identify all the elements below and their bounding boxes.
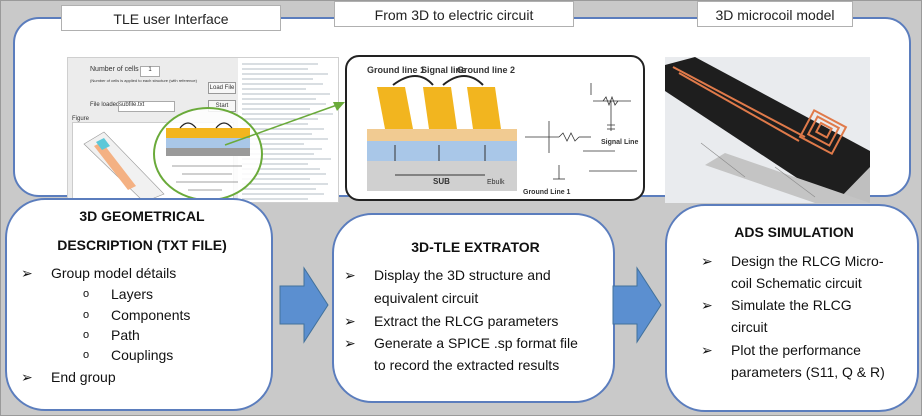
signal-line-circuit-label: Signal Line bbox=[601, 139, 639, 146]
flow-arrow-2 bbox=[612, 266, 662, 344]
ebulk-label: Ebulk bbox=[487, 179, 505, 186]
box1-item-end-group: End group bbox=[51, 369, 116, 385]
sub-bullet-icon: o bbox=[83, 329, 90, 341]
ads-simulation-box: ADS SIMULATION ➢ Design the RLCG Micro- … bbox=[665, 204, 919, 412]
tab-3d-microcoil-model: 3D microcoil model bbox=[697, 1, 853, 27]
box3-item-plot-line1: Plot the performance bbox=[731, 342, 861, 358]
box1-subitem-layers: Layers bbox=[111, 286, 154, 302]
box3-item-plot-line2: parameters (S11, Q & R) bbox=[731, 364, 885, 380]
sub-label: SUB bbox=[433, 177, 450, 186]
sub-bullet-icon: o bbox=[83, 349, 90, 361]
flow-arrow-1 bbox=[279, 266, 329, 344]
cells-hint: (Number of cells is applied to each stru… bbox=[90, 78, 197, 83]
tle-ui-screenshot: Number of cells : 1 (Number of cells is … bbox=[67, 57, 339, 203]
box1-subitem-couplings: Couplings bbox=[111, 347, 174, 363]
microcoil-model-image bbox=[665, 57, 870, 203]
box1-subitem-components: Components bbox=[111, 307, 191, 323]
circuit-screenshot: Ground line 1 Signal line Ground line 2 … bbox=[345, 55, 645, 201]
ground-line-1-label: Ground line 1 bbox=[367, 65, 426, 75]
top-panel: Number of cells : 1 (Number of cells is … bbox=[13, 17, 911, 203]
signal-line-label: Signal line bbox=[421, 65, 467, 75]
callout-arrow bbox=[224, 102, 345, 146]
box2-item-generate-line1: Generate a SPICE .sp format file bbox=[374, 335, 578, 351]
bullet-icon: ➢ bbox=[344, 335, 356, 351]
tab-tle-user-interface: TLE user Interface bbox=[61, 5, 281, 31]
box3-item-design-line2: coil Schematic circuit bbox=[731, 275, 862, 291]
bullet-icon: ➢ bbox=[21, 265, 33, 281]
equivalent-circuit bbox=[525, 83, 637, 180]
bullet-icon: ➢ bbox=[701, 297, 713, 313]
box2-item-generate-line2: to record the extracted results bbox=[374, 357, 560, 373]
file-loaded-label: File loaded bbox=[90, 102, 120, 108]
box3-item-simulate-line2: circuit bbox=[731, 319, 768, 335]
bullet-icon: ➢ bbox=[701, 253, 713, 269]
sub-bullet-icon: o bbox=[83, 288, 90, 300]
box2-title: 3D-TLE EXTRATOR bbox=[411, 239, 540, 255]
bullet-icon: ➢ bbox=[344, 313, 356, 329]
ground-line-2-label: Ground line 2 bbox=[457, 65, 516, 75]
tab-3d-to-electric-circuit: From 3D to electric circuit bbox=[334, 1, 574, 27]
bullet-icon: ➢ bbox=[701, 342, 713, 358]
file-loaded-value: subfile.txt bbox=[118, 101, 175, 112]
cells-input: 1 bbox=[140, 66, 160, 77]
box2-item-extract: Extract the RLCG parameters bbox=[374, 313, 559, 329]
box3-item-design-line1: Design the RLCG Micro- bbox=[731, 253, 884, 269]
ground-line-1-circuit-label: Ground Line 1 bbox=[523, 189, 571, 196]
structure-3d-preview bbox=[83, 131, 165, 202]
figure-label: Figure bbox=[72, 116, 90, 122]
box2-item-display-line2: equivalent circuit bbox=[374, 290, 479, 306]
box1-item-group-model: Group model détails bbox=[51, 265, 177, 281]
box3-title: ADS SIMULATION bbox=[734, 224, 854, 240]
sub-bullet-icon: o bbox=[83, 309, 90, 321]
box1-title-line1: 3D GEOMETRICAL bbox=[79, 208, 205, 224]
box1-subitem-path: Path bbox=[111, 327, 140, 343]
box3-item-simulate-line1: Simulate the RLCG bbox=[731, 297, 852, 313]
bullet-icon: ➢ bbox=[344, 267, 356, 283]
box2-item-display-line1: Display the 3D structure and bbox=[374, 267, 551, 283]
tle-extractor-box: 3D-TLE EXTRATOR ➢ Display the 3D structu… bbox=[332, 213, 615, 403]
bullet-icon: ➢ bbox=[21, 369, 33, 385]
cells-label: Number of cells : bbox=[90, 66, 143, 73]
box1-title-line2: DESCRIPTION (TXT FILE) bbox=[57, 237, 227, 253]
load-file-button: Load File bbox=[208, 82, 236, 94]
cross-section-diagram bbox=[367, 75, 517, 191]
microcoil-3d-render bbox=[665, 57, 870, 203]
geometrical-description-box: 3D GEOMETRICAL DESCRIPTION (TXT FILE) ➢ … bbox=[5, 198, 273, 411]
